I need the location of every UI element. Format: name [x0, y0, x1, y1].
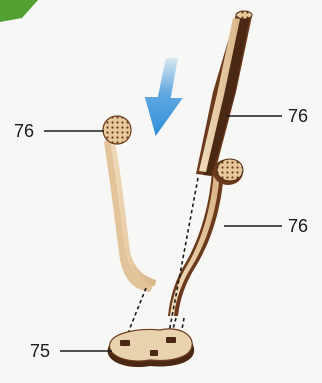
label-stick-left: 76 — [14, 121, 34, 141]
assembly-guide-lines — [126, 178, 198, 340]
stick-top-right — [196, 11, 252, 176]
green-corner-tab — [0, 0, 38, 22]
label-base: 75 — [30, 341, 50, 361]
base-piece — [108, 329, 195, 367]
stick-left — [103, 116, 156, 292]
down-arrow-icon — [141, 58, 187, 136]
label-stick-bottom-right: 76 — [288, 216, 308, 236]
stick-bottom-right — [168, 159, 243, 316]
label-stick-top-right: 76 — [288, 106, 308, 126]
